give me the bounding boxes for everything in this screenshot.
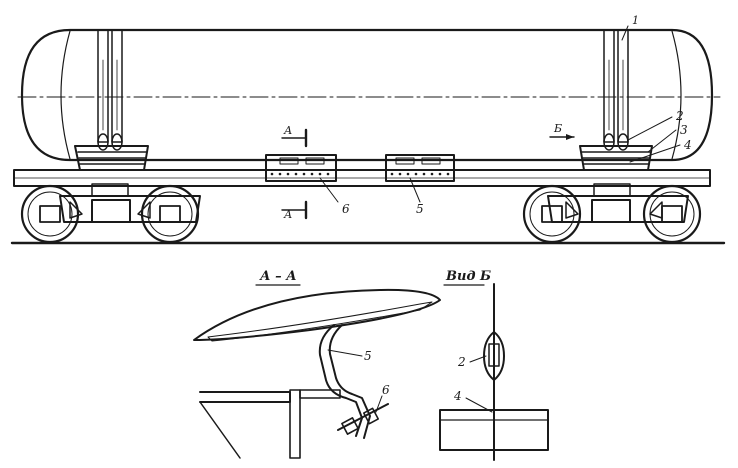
tank-car-side-view: 1 2 3 4 6 5 А А Б	[10, 14, 726, 245]
section-title: А – А	[259, 269, 297, 284]
left-strap-assembly	[97, 29, 123, 151]
view-b-beam	[439, 409, 549, 451]
view-b-detail: Вид Б 2 4	[439, 269, 549, 461]
section-label-a-bottom: А	[283, 208, 292, 221]
fastener-block-5	[385, 154, 455, 182]
callout-5: 5	[416, 202, 424, 216]
section-a-a-detail: А – А 5 6	[193, 269, 441, 459]
section-shell	[193, 288, 441, 341]
section-bracket-5	[318, 324, 363, 437]
left-bogie	[20, 183, 201, 244]
left-saddle	[74, 145, 149, 171]
callout-6: 6	[342, 202, 350, 216]
view-label-b: Б	[553, 122, 562, 135]
callout-2: 2	[675, 109, 684, 123]
view-callout-4: 4	[453, 389, 462, 403]
section-callout-6: 6	[382, 383, 390, 397]
fastener-block-6	[265, 154, 337, 182]
right-bogie	[522, 183, 702, 244]
right-strap-assembly	[603, 29, 629, 151]
tank-shell	[20, 28, 714, 162]
view-title: Вид Б	[445, 269, 491, 284]
leader-lines	[319, 25, 681, 203]
view-callout-2: 2	[457, 355, 466, 369]
callout-3: 3	[680, 123, 688, 137]
view-b-link-2	[483, 331, 505, 381]
view-b-arrow	[549, 134, 575, 140]
section-label-a-top: А	[283, 124, 292, 137]
section-bolt-6	[337, 403, 389, 435]
section-callout-5: 5	[364, 349, 372, 363]
section-mark-a	[281, 128, 308, 220]
callout-4: 4	[683, 138, 692, 152]
callout-1: 1	[632, 14, 639, 27]
